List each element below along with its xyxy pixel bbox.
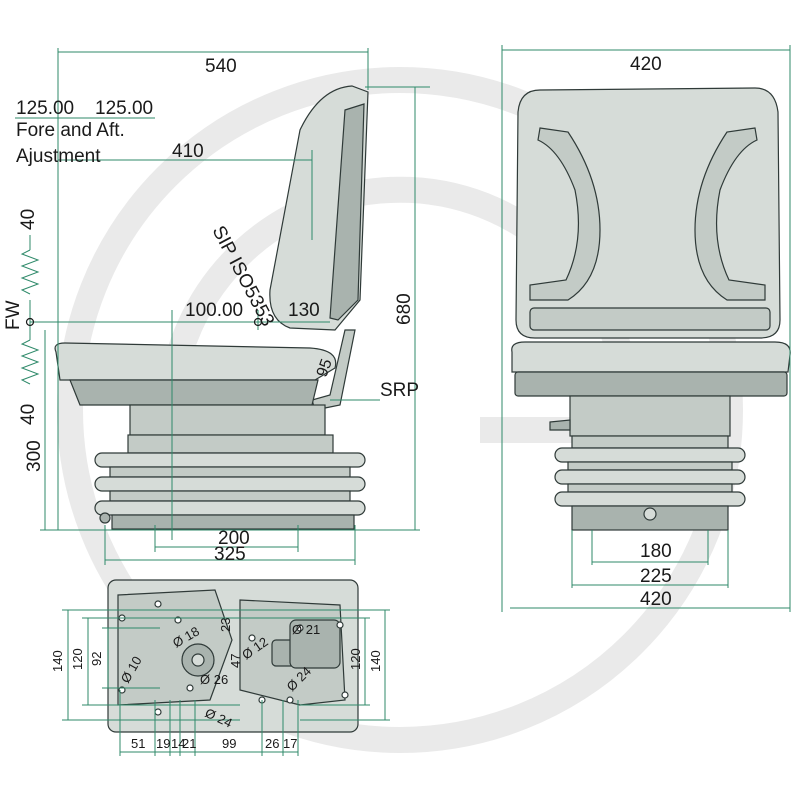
fore-aft-label-line1: Fore and Aft. [16, 120, 125, 141]
side-seat-cushion [54, 342, 337, 381]
plate-dim-left-2: 92 [89, 652, 104, 666]
front-lumbar-panel [529, 307, 771, 331]
plate-dim-left-1: 120 [70, 648, 85, 670]
dim-base-outer: 325 [214, 544, 246, 565]
side-view-seat [54, 85, 369, 530]
plate-dim-right-0: 120 [348, 648, 363, 670]
plate-dim-right-1: 140 [368, 650, 383, 672]
front-seat-cushion [511, 341, 791, 373]
dim-front-base-inner: 180 [640, 541, 672, 562]
dim-backrest-depth: 410 [172, 141, 204, 162]
fore-aft-label-line2: Ajustment [16, 146, 101, 167]
dim-fore-aft-left: 125.00 [16, 98, 74, 119]
srp-label: SRP [380, 380, 419, 401]
dim-travel-up: 40 [18, 209, 39, 230]
plate-dim-bottom-3: 21 [182, 736, 196, 751]
front-seat-pan [514, 371, 788, 397]
dim-sip-offset: 100.00 [185, 300, 243, 321]
dim-base-height: 300 [24, 440, 45, 472]
side-bellows [94, 434, 366, 530]
plate-hole-label-2: 23 [218, 618, 233, 632]
side-suspension-head [129, 404, 326, 436]
side-seat-pan [69, 379, 319, 406]
dim-side-depth: 540 [205, 56, 237, 77]
dim-overall-height: 680 [394, 293, 415, 325]
plate-dim-bottom-2: 14 [171, 736, 185, 751]
plate-dim-bottom-1: 19 [156, 736, 170, 751]
plate-dim-bottom-5: 26 [265, 736, 279, 751]
plate-hole-label-3: Ø 21 [292, 622, 320, 637]
plate-dim-left-0: 140 [50, 650, 65, 672]
dim-travel-down: 40 [18, 404, 39, 425]
plate-hole-label-6: Ø 26 [200, 672, 228, 687]
dim-backrest-angle: 95 [314, 357, 336, 380]
dim-front-base-mid: 225 [640, 566, 672, 587]
plate-dim-bottom-4: 99 [222, 736, 236, 751]
dim-front-base-outer: 420 [640, 589, 672, 610]
front-bellows [554, 435, 746, 531]
side-backrest-frame [329, 103, 365, 321]
mounting-plate-dimension-lines [62, 609, 390, 756]
dim-base-inner: 200 [218, 528, 250, 549]
dim-sip-height: 130 [288, 300, 320, 321]
front-backrest-left-rib [529, 127, 601, 301]
front-backrest-right-rib [694, 127, 766, 301]
front-view-seat [511, 87, 791, 531]
dim-fore-aft-right: 125.00 [95, 98, 153, 119]
plate-dim-bottom-6: 17 [283, 736, 297, 751]
dim-front-width-top: 420 [630, 54, 662, 75]
front-suspension-head [569, 395, 731, 437]
plate-dim-bottom-0: 51 [131, 736, 145, 751]
plate-hole-label-4: 47 [228, 654, 243, 668]
front-lever [549, 419, 571, 431]
side-view-dimension-lines [15, 48, 430, 565]
front-view-dimension-lines [501, 45, 791, 612]
fw-label: FW [3, 300, 24, 330]
